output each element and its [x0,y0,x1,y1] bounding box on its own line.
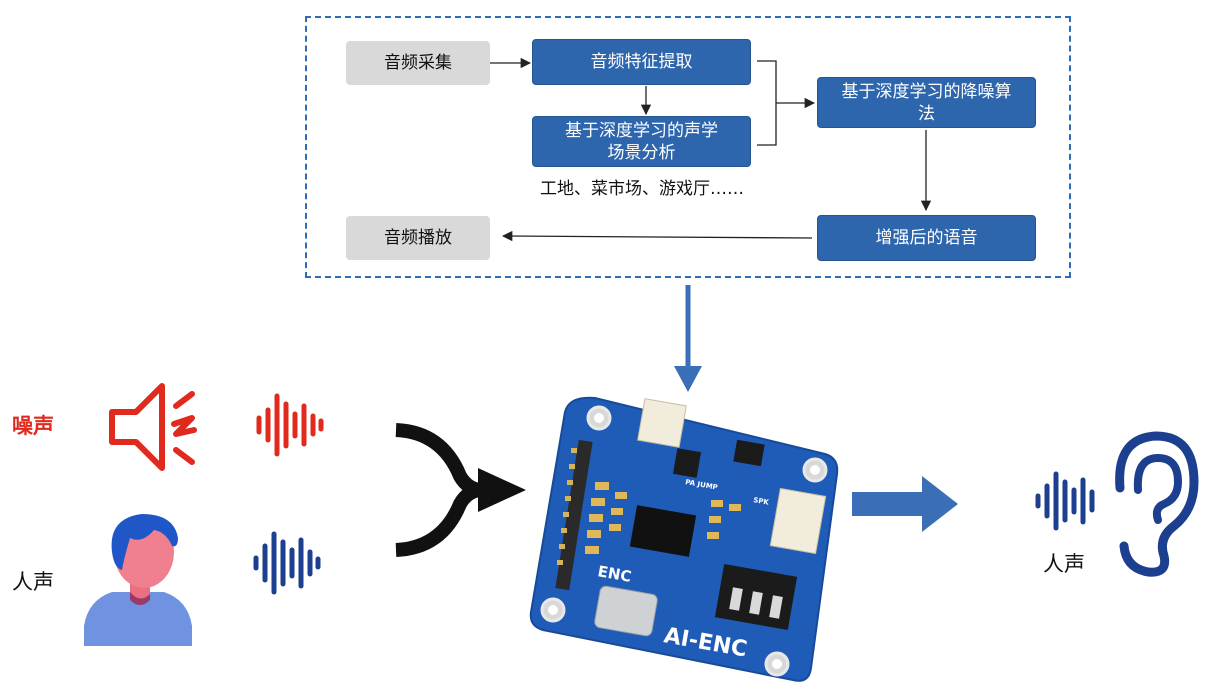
scene-examples-caption: 工地、菜市场、游戏厅…… [540,179,744,199]
node-audio-playback: 音频播放 [346,216,490,260]
node-denoise-algorithm: 基于深度学习的降噪算法 [817,77,1036,128]
voice-output-label: 人声 [1043,552,1085,576]
noise-waveform-icon [256,393,324,457]
board-spk-silk: SPK [753,496,770,507]
node-scene-analysis: 基于深度学习的声学场景分析 [532,116,751,167]
person-voice-icon [84,514,192,646]
ai-enc-board-image: ENC AI-ENC PA JUMP SPK [529,396,839,682]
output-arrow-icon [852,476,958,532]
node-audio-capture: 音频采集 [346,41,490,85]
arrow-flow-to-board-head [674,366,702,392]
voice-waveform-icon [253,531,321,595]
bracket-merge [757,60,777,146]
speaker-noise-icon [109,383,197,471]
process-flow-box [305,16,1071,278]
node-feature-extraction: 音频特征提取 [532,39,751,85]
arrow-enhanced-to-playback [501,230,813,242]
merge-arrow-icon [395,423,526,557]
ear-icon [1115,431,1199,577]
output-waveform-icon [1035,471,1095,531]
noise-label: 噪声 [12,414,54,438]
voice-input-label: 人声 [12,570,54,594]
node-enhanced-speech: 增强后的语音 [817,215,1036,261]
board-enc-label: ENC [596,562,632,586]
